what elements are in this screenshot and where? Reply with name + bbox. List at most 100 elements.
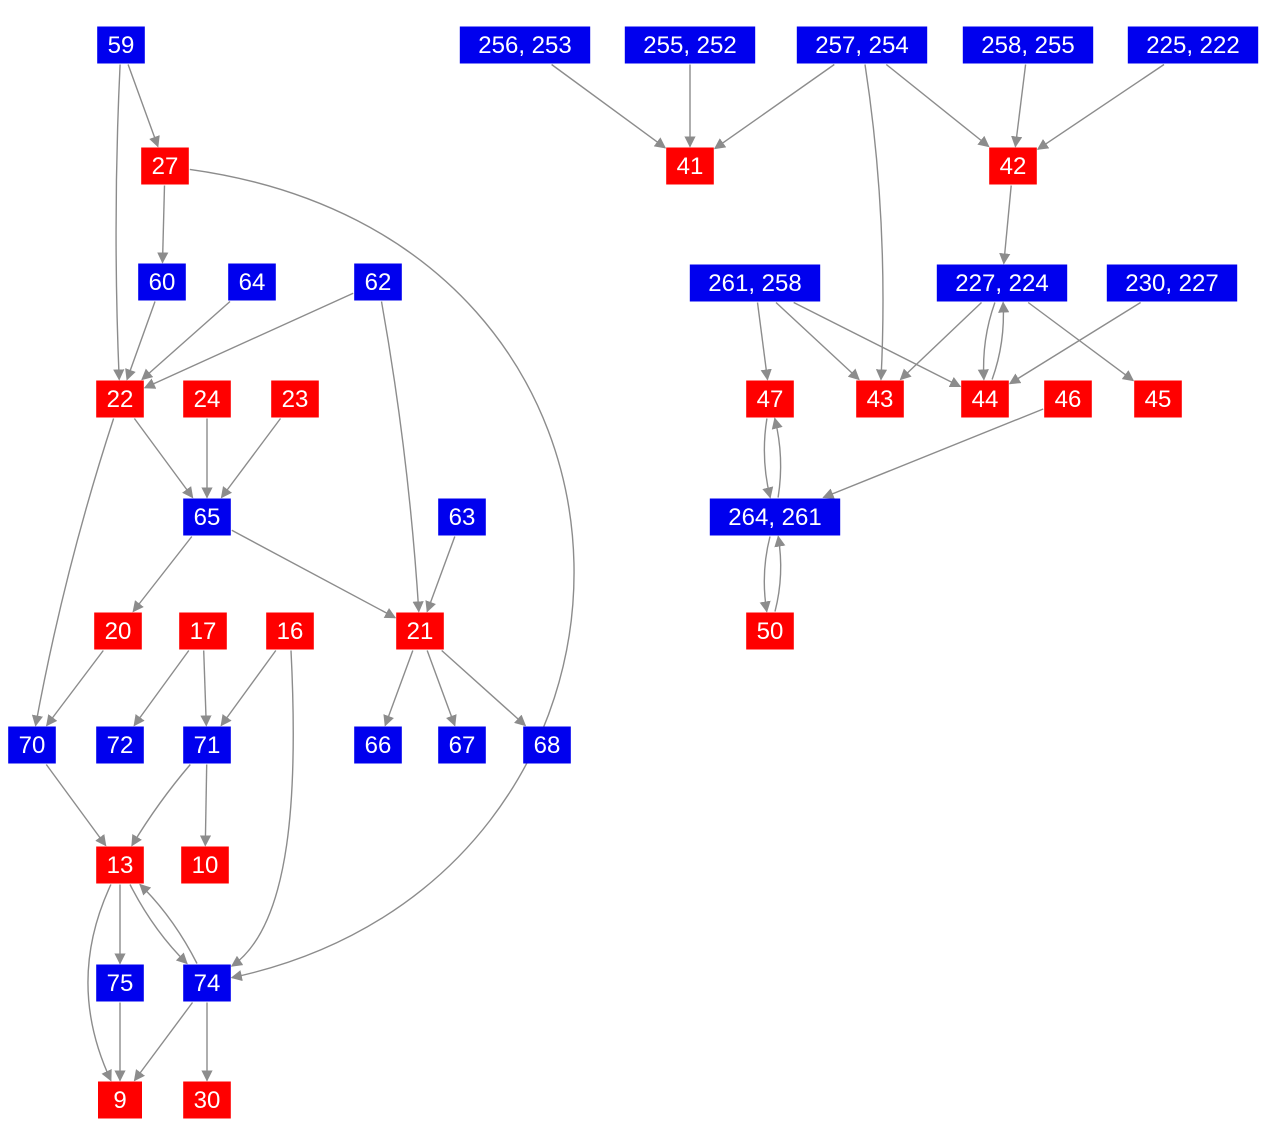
edges-layer <box>31 63 1165 1082</box>
edge-71-to-10 <box>199 764 212 847</box>
node-box <box>1106 264 1238 302</box>
node-46: 46 <box>1044 380 1092 418</box>
node-label: 20 <box>105 618 132 645</box>
node-box <box>181 846 229 884</box>
node-label: 44 <box>972 386 999 413</box>
node-box <box>183 498 231 536</box>
node-box <box>179 612 227 650</box>
node-10: 10 <box>181 846 229 884</box>
node-30: 30 <box>183 1081 231 1119</box>
nodes-layer: 59 256, 253 255, 252 257, 254 258, 255 225, 2… <box>8 26 1259 1119</box>
node-label: 258, 255 <box>981 32 1074 59</box>
edge-227-224-to-43 <box>899 301 982 381</box>
node-72: 72 <box>96 726 144 764</box>
node-47: 47 <box>746 380 794 418</box>
node-label: 27 <box>152 153 179 180</box>
node-label: 16 <box>277 618 304 645</box>
node-label: 256, 253 <box>478 32 571 59</box>
node-box <box>1044 380 1092 418</box>
node-box <box>271 380 319 418</box>
node-27: 27 <box>141 147 189 185</box>
node-50: 50 <box>746 612 794 650</box>
edge-27-to-60 <box>157 185 169 264</box>
edge-227-224-to-44 <box>977 302 996 381</box>
node-label: 255, 252 <box>643 32 736 59</box>
node-box <box>183 964 231 1002</box>
node-box <box>523 726 571 764</box>
node-264-261: 264, 261 <box>709 498 841 536</box>
node-66: 66 <box>354 726 402 764</box>
node-68: 68 <box>523 726 571 764</box>
node-box <box>96 846 144 884</box>
node-label: 17 <box>190 618 217 645</box>
node-box <box>96 380 144 418</box>
node-box <box>8 726 56 764</box>
node-64: 64 <box>228 263 276 301</box>
edge-21-to-67 <box>426 650 457 727</box>
node-box <box>709 498 841 536</box>
node-label: 261, 258 <box>708 270 801 297</box>
node-256-253: 256, 253 <box>459 26 591 64</box>
node-label: 59 <box>108 32 135 59</box>
node-label: 225, 222 <box>1146 32 1239 59</box>
edge-71-to-13 <box>131 764 191 847</box>
node-label: 21 <box>407 618 434 645</box>
edge-13-to-9 <box>87 884 112 1082</box>
edge-42-to-227-224 <box>999 185 1012 265</box>
node-23: 23 <box>271 380 319 418</box>
node-9: 9 <box>98 1081 142 1119</box>
node-225-222: 225, 222 <box>1127 26 1259 64</box>
edge-257-254-to-43 <box>864 64 888 381</box>
node-227-224: 227, 224 <box>936 264 1068 302</box>
node-257-254: 257, 254 <box>796 26 928 64</box>
node-label: 64 <box>239 269 266 296</box>
edge-257-254-to-41 <box>713 63 835 150</box>
node-box <box>354 726 402 764</box>
node-65: 65 <box>183 498 231 536</box>
edge-21-to-66 <box>383 650 414 727</box>
node-255-252: 255, 252 <box>624 26 756 64</box>
node-41: 41 <box>666 147 714 185</box>
node-label: 60 <box>149 269 176 296</box>
node-label: 9 <box>113 1087 126 1114</box>
node-label: 65 <box>194 504 221 531</box>
node-box <box>138 263 186 301</box>
edge-22-to-65 <box>133 418 194 499</box>
edge-13-to-74 <box>129 884 188 965</box>
node-20: 20 <box>94 612 142 650</box>
node-box <box>396 612 444 650</box>
edge-16-to-71 <box>220 650 277 727</box>
node-label: 42 <box>1000 153 1027 180</box>
node-label: 67 <box>449 732 476 759</box>
node-box <box>989 147 1037 185</box>
edge-74-to-9 <box>133 1002 194 1082</box>
node-box <box>183 1081 231 1119</box>
edge-264-261-to-47 <box>771 417 783 498</box>
edge-225-222-to-42 <box>1036 63 1165 150</box>
node-box <box>183 380 231 418</box>
node-75: 75 <box>96 964 144 1002</box>
node-box <box>141 147 189 185</box>
node-label: 43 <box>867 386 894 413</box>
edge-230-227-to-44 <box>1008 301 1141 385</box>
node-box <box>666 147 714 185</box>
edge-256-253-to-41 <box>551 63 667 149</box>
node-label: 23 <box>282 386 309 413</box>
node-box <box>97 26 145 64</box>
edge-261-258-to-43 <box>775 301 860 381</box>
node-box <box>228 263 276 301</box>
node-box <box>1134 380 1182 418</box>
node-label: 46 <box>1055 386 1082 413</box>
edge-62-to-22 <box>143 292 354 389</box>
node-13: 13 <box>96 846 144 884</box>
node-74: 74 <box>183 964 231 1002</box>
edge-70-to-13 <box>45 764 107 847</box>
node-box <box>459 26 591 64</box>
edge-60-to-22 <box>125 301 156 381</box>
edge-23-to-65 <box>220 418 282 499</box>
node-17: 17 <box>179 612 227 650</box>
node-box <box>183 726 231 764</box>
node-label: 30 <box>194 1087 221 1114</box>
node-258-255: 258, 255 <box>962 26 1094 64</box>
edge-63-to-21 <box>425 536 456 613</box>
